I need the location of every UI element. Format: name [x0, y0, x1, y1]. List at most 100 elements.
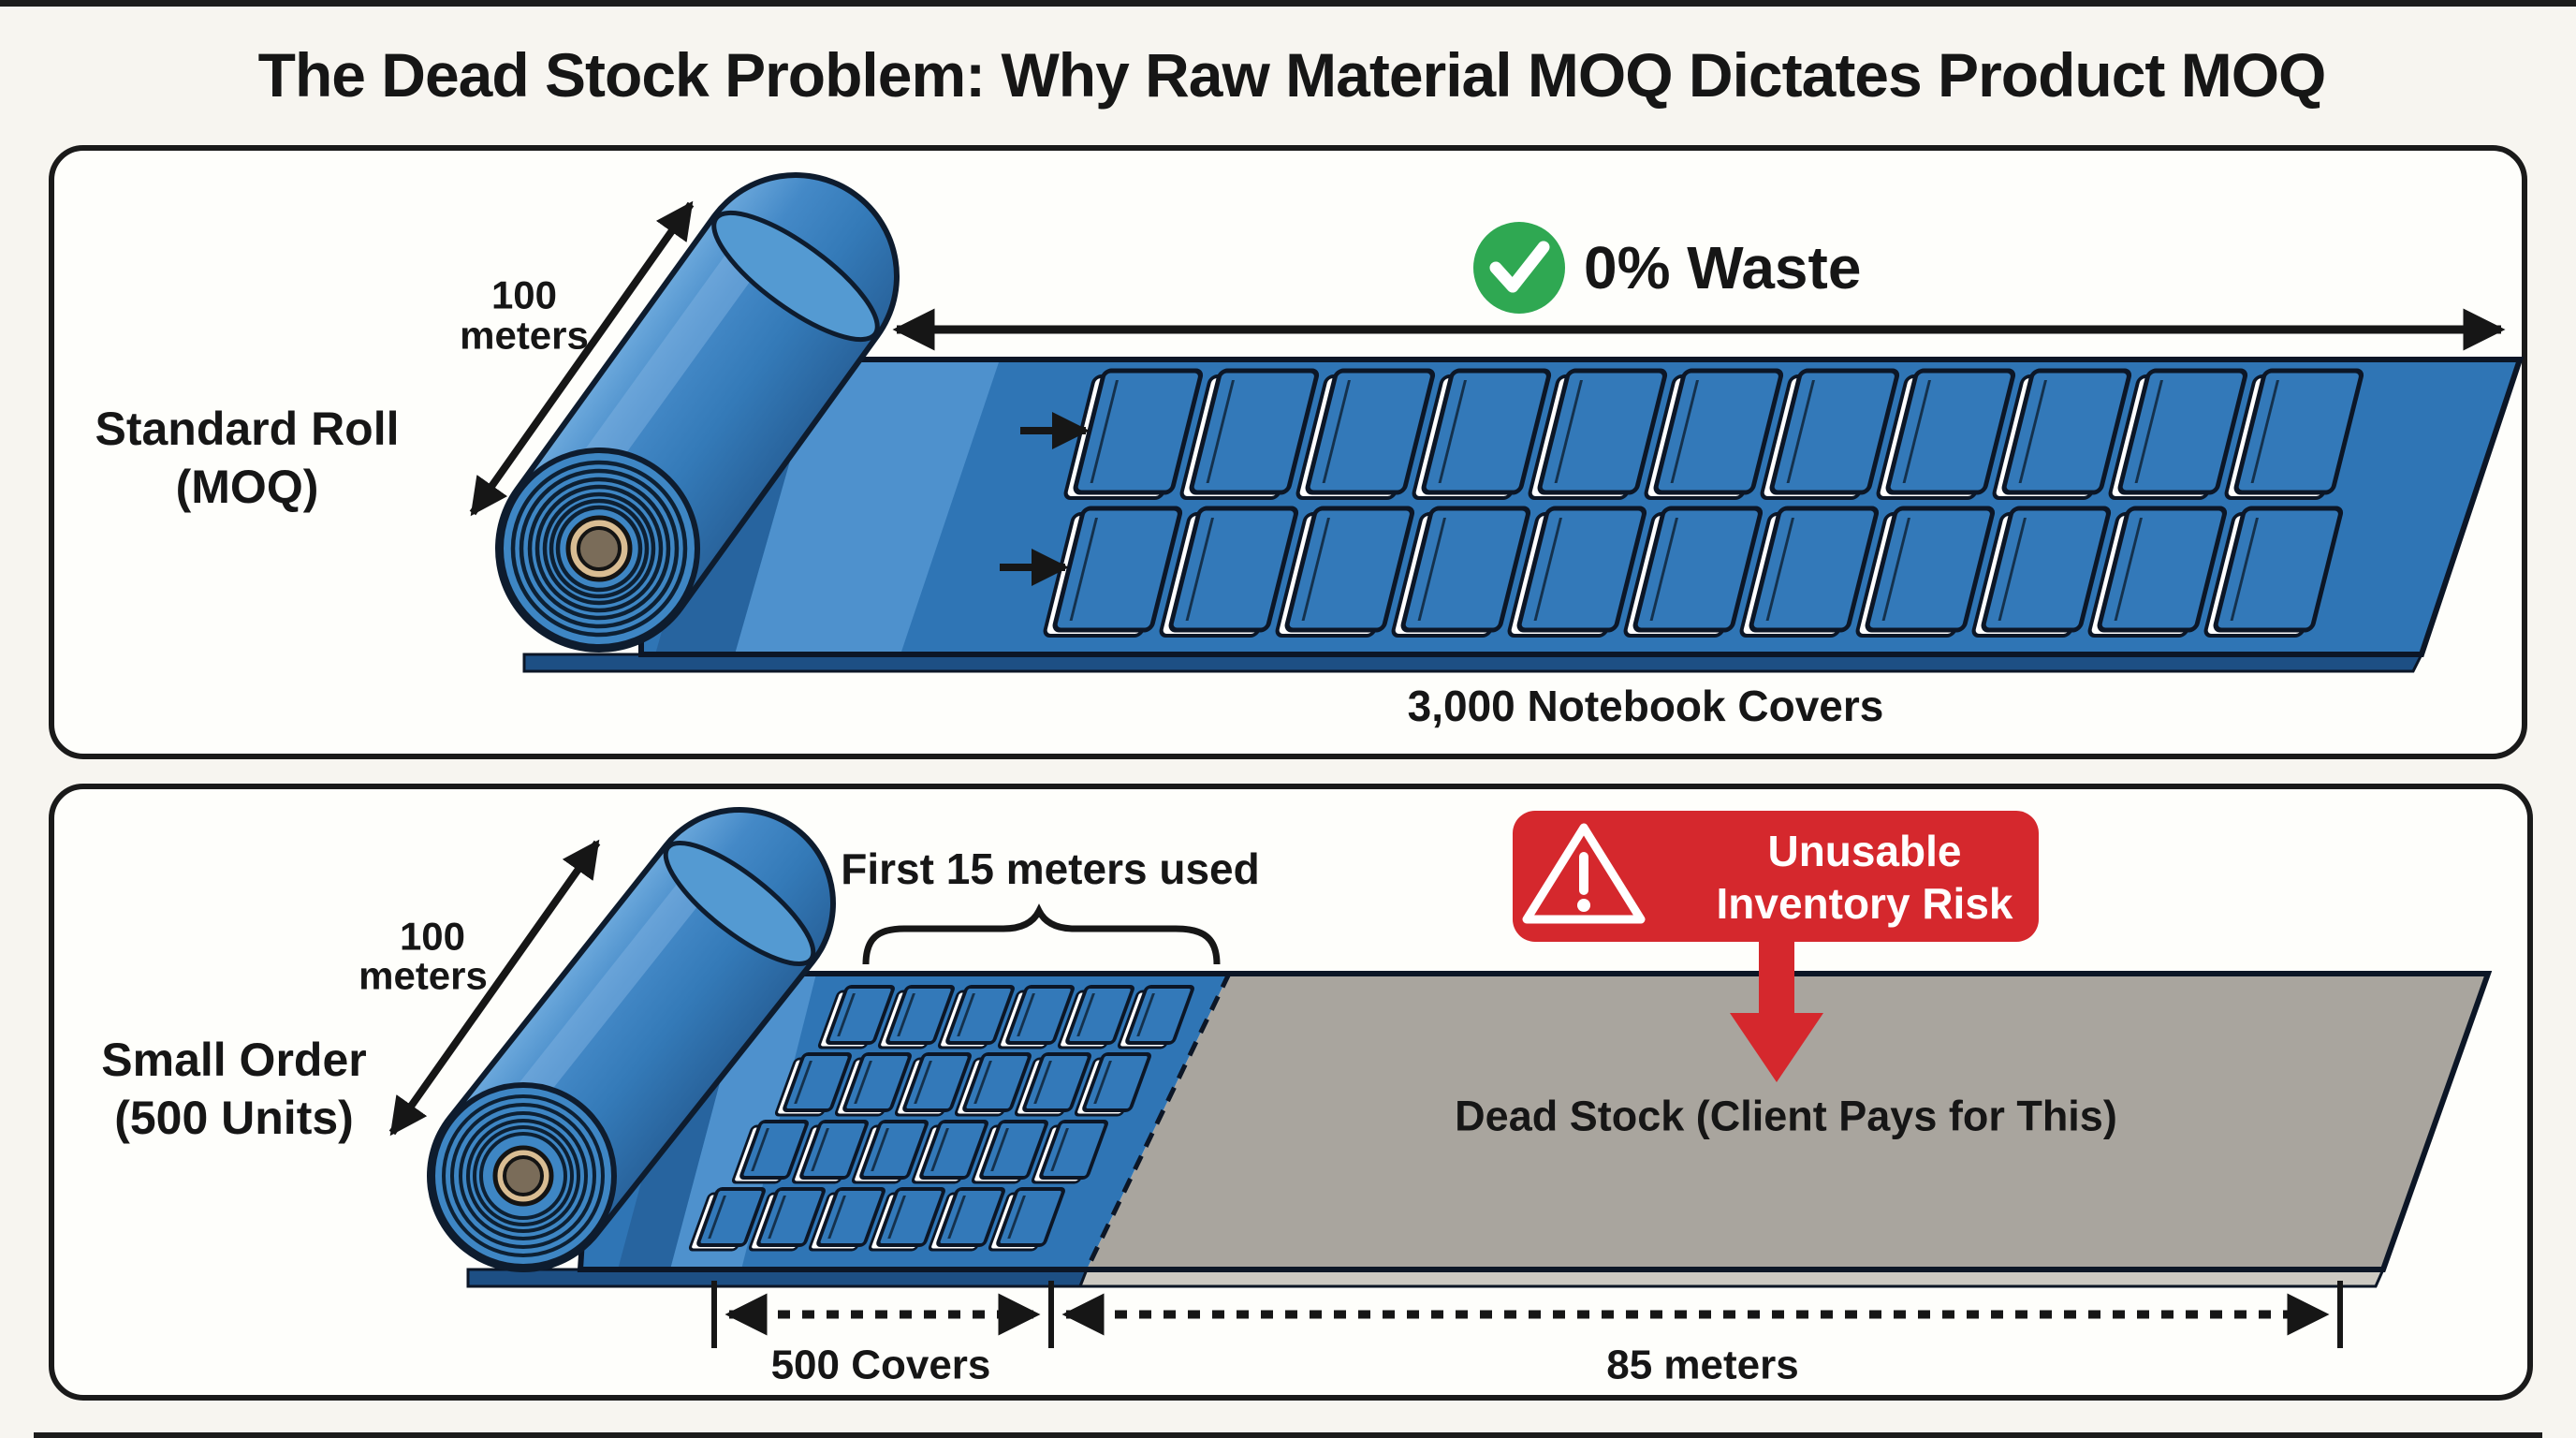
standard-roll-label-line1: Standard Roll	[95, 403, 399, 455]
cover-spine-line	[708, 1196, 726, 1239]
cover-spine-line	[1007, 1196, 1026, 1239]
cover-face	[696, 1187, 766, 1247]
cover-spine-line	[957, 993, 975, 1036]
risk-label-line2: Inventory Risk	[1717, 879, 2013, 928]
small-notebook-cover	[834, 1052, 912, 1117]
notebook-cover	[1739, 506, 1880, 638]
small-notebook-cover	[954, 1052, 1032, 1117]
cover-spine-line	[1649, 518, 1679, 621]
cover-face	[2117, 368, 2248, 495]
small-notebook-cover	[877, 985, 955, 1049]
cover-spine-line	[837, 993, 856, 1036]
small-notebook-cover	[997, 985, 1075, 1049]
risk-arrow-head	[1730, 1013, 1823, 1082]
brace-icon	[862, 903, 1221, 965]
cover-spine-line	[1417, 518, 1447, 621]
cover-spine-line	[2134, 380, 2164, 483]
notebook-cover	[1179, 368, 1320, 500]
small-notebook-cover	[971, 1120, 1048, 1184]
cover-face	[826, 985, 895, 1045]
cover-spine-line	[854, 1061, 872, 1104]
notebook-cover	[1992, 368, 2132, 500]
small-notebook-cover	[688, 1187, 766, 1252]
roll-core	[503, 1155, 544, 1196]
small-notebook-cover	[937, 985, 1015, 1049]
small-notebook-cover	[851, 1120, 929, 1184]
small-covers-grid	[688, 985, 1194, 1252]
cover-spine-line	[897, 993, 915, 1036]
standard-caption: 3,000 Notebook Covers	[1408, 682, 1884, 730]
risk-badge-background	[1513, 811, 2039, 942]
cover-spine-line	[768, 1196, 786, 1239]
cover-spine-line	[1093, 1061, 1112, 1104]
cover-spine-line	[1902, 380, 1932, 483]
used-section-label: First 15 meters used	[841, 844, 1259, 893]
small-notebook-cover	[808, 1187, 886, 1252]
cover-spine-line	[1069, 518, 1099, 621]
notebook-cover	[2224, 368, 2364, 500]
notebook-cover	[1391, 506, 1531, 638]
cover-face	[902, 1052, 972, 1112]
cover-face	[1125, 985, 1194, 1045]
cover-face	[859, 1120, 929, 1180]
small-notebook-cover	[791, 1120, 869, 1184]
standard-roll-label-line2: (MOQ)	[176, 461, 319, 513]
cover-spine-line	[751, 1128, 769, 1171]
spiral-ring	[555, 505, 643, 593]
cover-spine-line	[2230, 518, 2260, 621]
risk-badge: Unusable Inventory Risk	[1513, 811, 2039, 1082]
small-notebook-cover	[1074, 1052, 1151, 1117]
cover-spine-line	[914, 1061, 932, 1104]
roll-length-arrow-icon	[469, 200, 695, 517]
cover-spine-line	[1206, 380, 1236, 483]
cover-spine-line	[1136, 993, 1155, 1036]
cover-spine-line	[1301, 518, 1331, 621]
cover-spine-line	[887, 1196, 906, 1239]
cover-face	[1005, 985, 1075, 1045]
warning-exclamation-dot	[1577, 899, 1590, 912]
spiral-ring	[466, 1119, 580, 1233]
small-notebook-cover	[817, 985, 895, 1049]
notebook-cover	[1159, 506, 1299, 638]
cover-spine-line	[1090, 380, 1120, 483]
cover-spine-line	[1881, 518, 1911, 621]
notebook-cover	[1043, 506, 1183, 638]
cover-face	[1653, 368, 1784, 495]
spiral-ring	[473, 1125, 574, 1226]
notebook-cover	[1876, 368, 2016, 500]
cover-spine-line	[1322, 380, 1352, 483]
check-mark	[1489, 241, 1550, 293]
cover-face	[756, 1187, 826, 1247]
cover-spine-line	[2018, 380, 2048, 483]
warning-triangle-icon	[1522, 823, 1646, 924]
cover-face	[783, 1052, 852, 1112]
cover-spine-line	[1998, 518, 2027, 621]
check-icon	[1473, 222, 1565, 314]
small-notebook-cover	[894, 1052, 972, 1117]
risk-label-line1: Unusable	[1767, 827, 1961, 875]
cover-face	[1981, 506, 2112, 633]
cover-face	[1065, 985, 1134, 1045]
cover-face	[979, 1120, 1048, 1180]
roll-length-value: 100	[400, 915, 465, 959]
cover-face	[2001, 368, 2132, 495]
cover-spine-line	[1438, 380, 1468, 483]
cover-spine-line	[1185, 518, 1215, 621]
spiral-ring	[534, 484, 664, 613]
cover-spine-line	[827, 1196, 846, 1239]
notebook-cover	[1507, 506, 1647, 638]
cover-face	[919, 1120, 988, 1180]
small-roll-illustration	[427, 807, 836, 1272]
notebook-cover	[1623, 506, 1764, 638]
cover-face	[1516, 506, 1647, 633]
roll-top-cap	[711, 210, 880, 343]
cover-face	[1189, 368, 1320, 495]
roll-length-value: 100	[491, 273, 557, 317]
cover-spine-line	[1050, 1128, 1069, 1171]
cover-spine-line	[1533, 518, 1563, 621]
cover-face	[1039, 1120, 1108, 1180]
top-edge-strip	[0, 0, 2576, 7]
spiral-ring	[527, 477, 671, 621]
